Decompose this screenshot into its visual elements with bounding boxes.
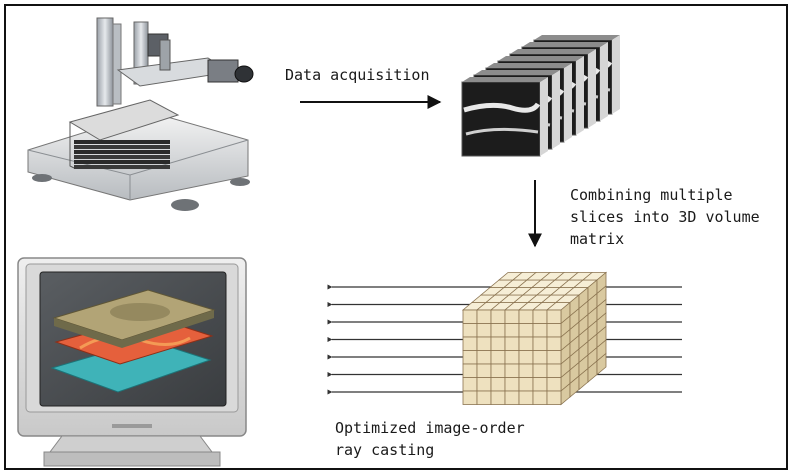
voxel-front [476,309,492,324]
voxel-front [504,350,520,365]
voxel-cube-icon [461,271,608,406]
voxel-front [504,323,520,338]
voxel-front [532,363,548,378]
voxel-front [504,336,520,351]
voxel-front [490,336,506,351]
voxel-front [490,390,506,405]
voxel-front [476,390,492,405]
voxel-front [476,363,492,378]
voxel-front [490,350,506,365]
voxel-front [532,377,548,392]
voxel-front [518,377,534,392]
voxel-front [504,363,520,378]
voxel-front [546,377,562,392]
voxel-front [462,377,478,392]
scanner-machine-icon [27,17,254,211]
label-combining-line1: Combining multiple [570,186,733,204]
voxel-front [546,309,562,324]
voxel-front [546,336,562,351]
voxel-front [462,309,478,324]
voxel-front [462,363,478,378]
slice-stack-icon [461,35,620,157]
label-combining-line3: matrix [570,230,624,248]
voxel-front [462,323,478,338]
voxel-front [476,377,492,392]
label-raycasting-line2: ray casting [335,441,434,459]
label-combining-line2: slices into 3D volume [570,208,760,226]
voxel-front [532,350,548,365]
label-data-acquisition: Data acquisition [285,66,430,84]
voxel-front [518,350,534,365]
voxel-front [532,309,548,324]
voxel-front [490,363,506,378]
voxel-front [476,323,492,338]
voxel-front [504,309,520,324]
voxel-front [532,323,548,338]
voxel-front [546,323,562,338]
voxel-front [518,323,534,338]
voxel-front [504,390,520,405]
voxel-front [546,363,562,378]
slice-plate [461,77,548,157]
diagram-frame [4,4,788,470]
voxel-front [532,390,548,405]
voxel-front [546,390,562,405]
voxel-front [490,323,506,338]
voxel-front [462,336,478,351]
voxel-front [518,363,534,378]
voxel-front [518,309,534,324]
voxel-front [546,350,562,365]
voxel-front [476,350,492,365]
voxel-front [490,377,506,392]
voxel-front [462,390,478,405]
voxel-front [462,350,478,365]
voxel-front [490,309,506,324]
voxel-front [504,377,520,392]
voxel-side [596,352,607,376]
voxel-front [518,390,534,405]
voxel-front [532,336,548,351]
voxel-front [518,336,534,351]
voxel-front [476,336,492,351]
label-raycasting-line1: Optimized image-order [335,419,525,437]
crt-monitor-icon [17,257,247,467]
